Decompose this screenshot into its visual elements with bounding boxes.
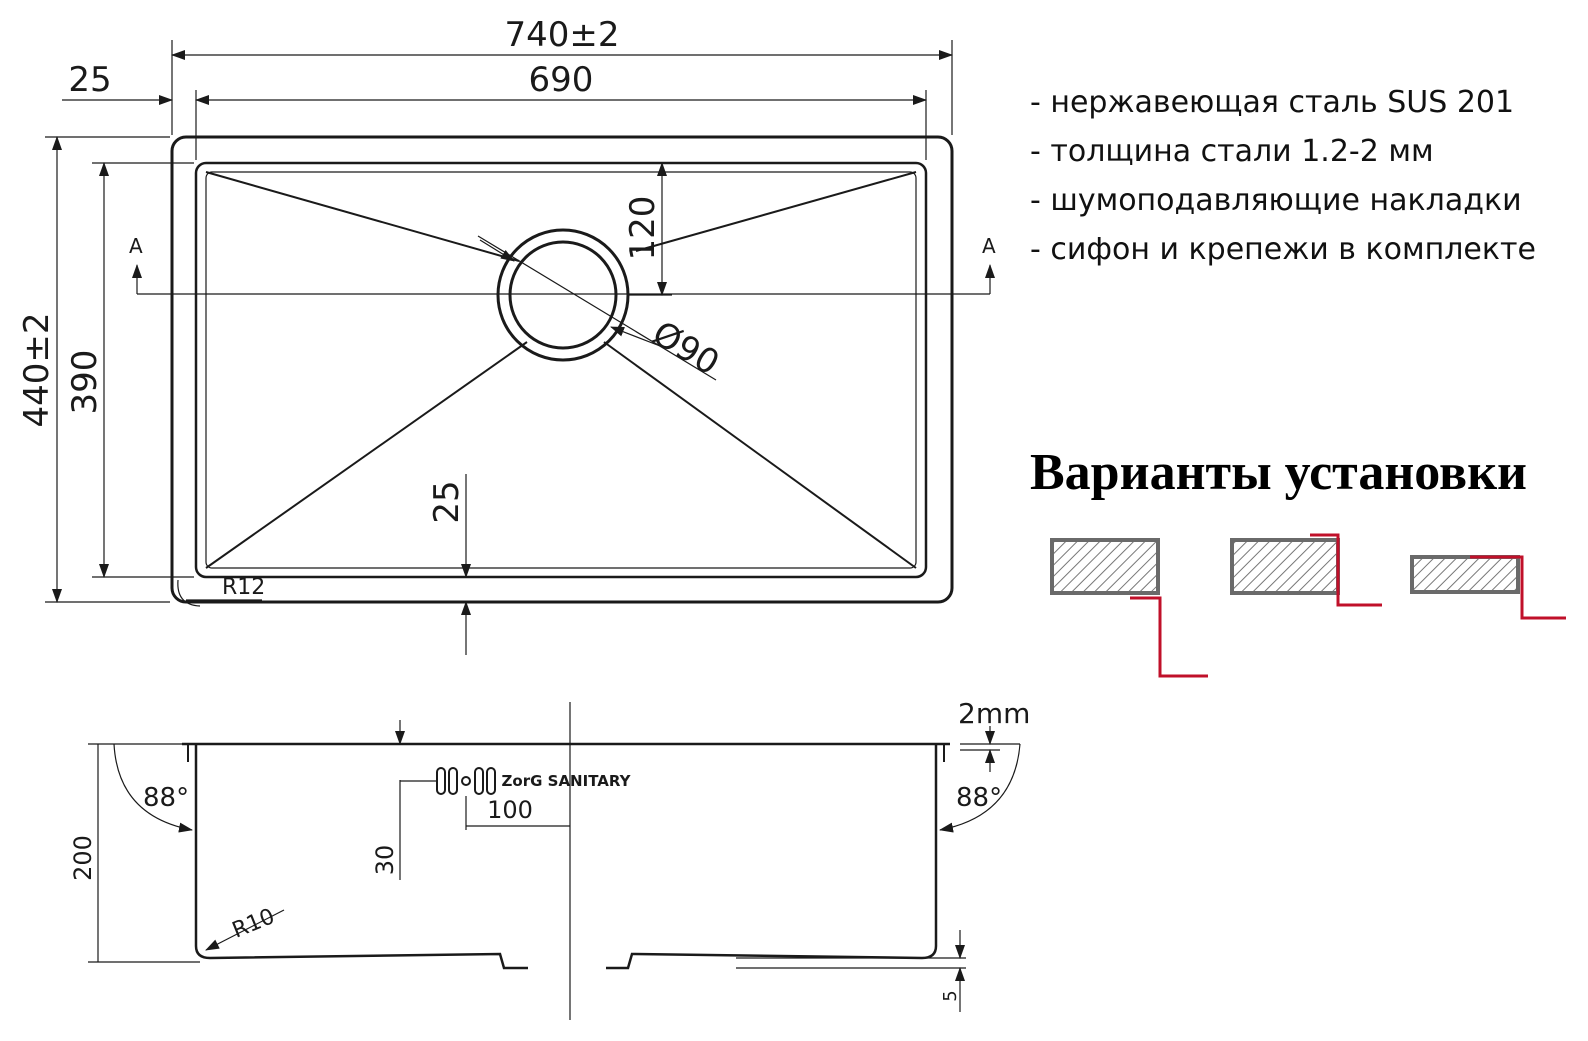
sink-bowl-outline: [194, 161, 928, 579]
section-bowl-profile: [194, 744, 528, 970]
feature-steel-thickness: - толщина стали 1.2-2 мм: [1030, 134, 1434, 169]
install-variant-undermount: [1050, 538, 1208, 678]
feature-noise-pads: - шумоподавляющие накладки: [1030, 183, 1522, 218]
overflow-offset-label: 100: [487, 796, 533, 824]
bowl-slope-lines: [205, 171, 917, 569]
drain-inner-circle: [508, 240, 618, 350]
overall-depth-label: 440±2: [17, 312, 57, 427]
bottom-radius-label: R10: [229, 904, 278, 943]
feature-siphon-included: - сифон и крепежи в комплекте: [1030, 232, 1536, 267]
section-view: ZorG SANITARY 2mm 88° 88° 200 30 100 R10: [69, 697, 1030, 1020]
section-mark-right: A: [982, 234, 996, 258]
drain-diameter-leader: [477, 235, 717, 381]
svg-text:ZorG SANITARY: ZorG SANITARY: [502, 772, 632, 790]
install-variants: [1050, 533, 1566, 678]
overflow-holes: [436, 767, 496, 795]
overall-width-label: 740±2: [504, 15, 619, 55]
angle-arc-left: [113, 743, 193, 833]
bottom-rim-label: 25: [427, 480, 467, 523]
flange-thickness-label: 2mm: [958, 697, 1030, 730]
drain-diameter-label: Ø90: [645, 313, 726, 383]
angle-arc-right: [939, 743, 1021, 833]
feature-steel-grade: - нержавеющая сталь SUS 201: [1030, 85, 1515, 120]
angle-left-label: 88°: [143, 783, 189, 813]
corner-radius-label: R12: [222, 575, 265, 600]
sink-outer-outline: [170, 135, 954, 604]
install-variant-flush: [1230, 533, 1382, 607]
inner-width-label: 690: [529, 60, 594, 100]
drain-outer-circle: [496, 228, 630, 362]
top-view: A A 740±2 690 25 440±2 390 120 Ø90: [17, 15, 996, 655]
bottom-step-label: 5: [940, 990, 961, 1001]
angle-right-label: 88°: [956, 783, 1002, 813]
brand-logo: ZorG SANITARY: [502, 772, 632, 790]
install-heading: Варианты установки: [1030, 444, 1527, 501]
sink-bowl-inner-edge: [205, 171, 917, 569]
drain-offset-label: 120: [623, 196, 663, 261]
overflow-height-label: 30: [371, 845, 399, 876]
rim-width-label: 25: [68, 60, 111, 100]
section-mark-left: A: [129, 234, 143, 258]
height-label: 200: [69, 835, 97, 881]
install-variant-inset: [1410, 555, 1566, 620]
inner-depth-label: 390: [65, 350, 105, 415]
